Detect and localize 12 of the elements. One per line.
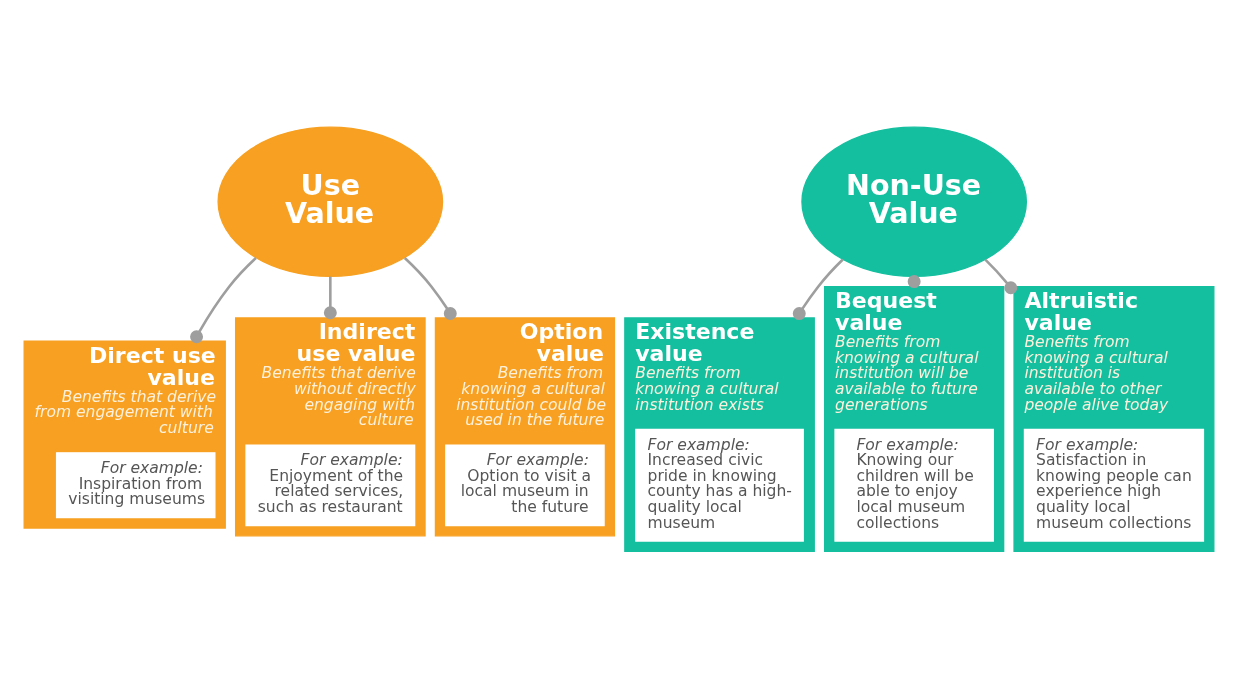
node-ellipse: Use Value xyxy=(217,126,444,277)
node-box: For example: Knowing our children will be able to enjoy local museum collections xyxy=(834,428,994,542)
node-box: For example: Option to visit a local museum in the future xyxy=(445,443,605,526)
node-box: For example: Increased civic pride in knowing county has a high-quality local museum xyxy=(635,428,804,542)
node-box: For example: Inspiration from visiting museums xyxy=(55,451,216,518)
node-box: For example: Satisfaction in knowing people can experience high quality local museum collections xyxy=(1023,428,1205,542)
connector xyxy=(323,276,337,319)
connector xyxy=(190,256,257,343)
node-box: For example: Enjoyment of the related services, such as restaurant xyxy=(245,443,416,526)
connector xyxy=(403,256,457,320)
connector xyxy=(984,258,1018,294)
connector xyxy=(792,258,844,320)
